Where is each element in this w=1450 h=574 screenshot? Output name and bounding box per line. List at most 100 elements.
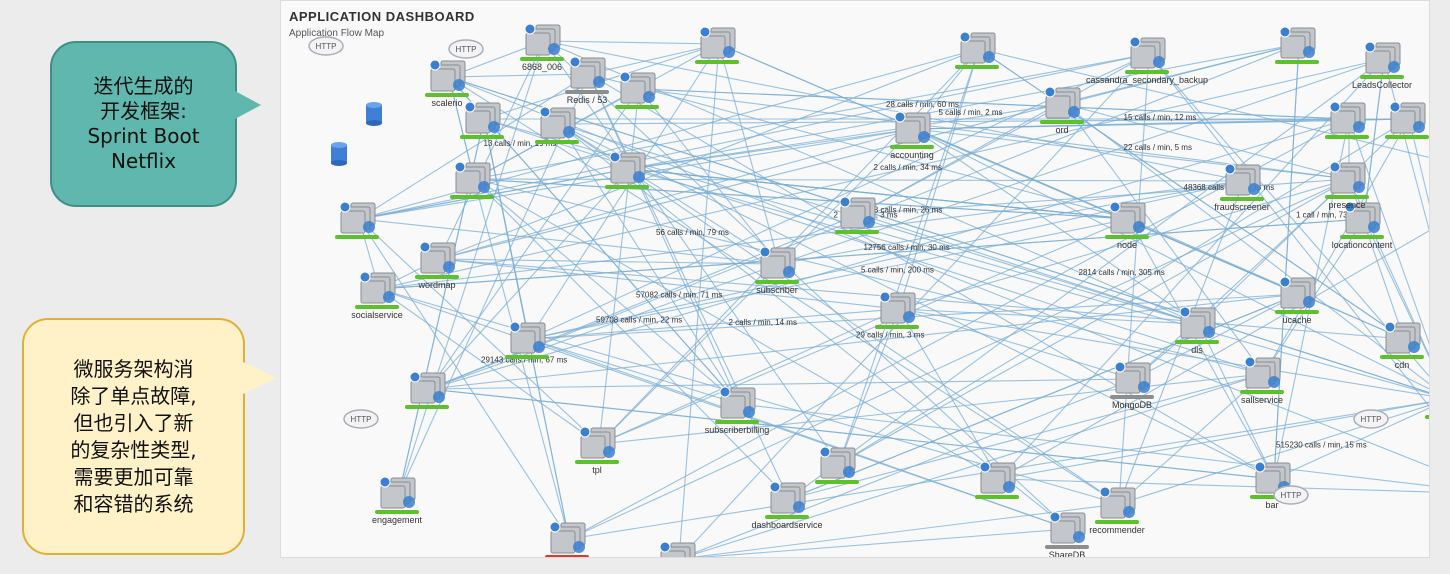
service-node[interactable]: fraudscreener bbox=[1214, 163, 1270, 212]
node-badge bbox=[549, 521, 561, 533]
service-node[interactable]: MongoDB bbox=[1110, 361, 1154, 410]
service-node[interactable] bbox=[835, 196, 879, 234]
service-node[interactable]: sallservice bbox=[1240, 356, 1284, 405]
service-node[interactable] bbox=[955, 31, 999, 69]
node-badge bbox=[959, 31, 971, 43]
node-badge bbox=[359, 271, 371, 283]
node-badge bbox=[1279, 26, 1291, 38]
flow-edge bbox=[1361, 58, 1385, 220]
health-bar bbox=[1325, 135, 1369, 139]
db-top bbox=[366, 102, 382, 108]
service-node[interactable] bbox=[1325, 101, 1369, 139]
server-box bbox=[1280, 285, 1306, 309]
service-node[interactable]: ShareDB bbox=[1045, 511, 1089, 557]
health-bar bbox=[875, 325, 919, 329]
service-node[interactable]: scalerio bbox=[425, 59, 469, 108]
flow-edge bbox=[473, 178, 740, 405]
edge-label: 5 calls / min, 2 ms bbox=[939, 108, 1003, 117]
service-node[interactable] bbox=[535, 106, 579, 144]
db-bottom bbox=[331, 160, 347, 166]
service-node[interactable]: cassandra_secondary_backup bbox=[1086, 36, 1208, 85]
service-node[interactable]: engagement bbox=[372, 476, 423, 525]
flow-edge bbox=[358, 216, 780, 265]
service-node[interactable] bbox=[815, 446, 859, 484]
server-box bbox=[895, 120, 921, 144]
service-node[interactable]: ucache bbox=[1275, 276, 1319, 325]
service-node[interactable]: subscriber bbox=[755, 246, 799, 295]
service-node[interactable]: subscriberbilling bbox=[705, 386, 770, 435]
health-bar bbox=[425, 93, 469, 97]
flow-edge bbox=[898, 308, 1000, 480]
server-box bbox=[1130, 45, 1156, 69]
health-bar bbox=[1340, 235, 1384, 239]
service-node[interactable] bbox=[1275, 26, 1319, 64]
service-node[interactable] bbox=[975, 461, 1019, 499]
service-node[interactable]: dls bbox=[1175, 306, 1219, 355]
server-box bbox=[455, 170, 481, 194]
flow-edge bbox=[638, 88, 1350, 122]
service-node[interactable] bbox=[335, 201, 379, 239]
service-node[interactable] bbox=[505, 321, 549, 359]
service-node[interactable]: Redis / 53 bbox=[565, 56, 609, 105]
service-node[interactable]: accounting bbox=[890, 111, 934, 160]
service-node[interactable] bbox=[695, 26, 739, 64]
flow-edge bbox=[528, 43, 720, 340]
service-node[interactable]: 6868_006 bbox=[520, 23, 564, 72]
service-node[interactable] bbox=[1385, 101, 1429, 139]
service-node[interactable]: node bbox=[1105, 201, 1149, 250]
http-backend-label: HTTP bbox=[351, 415, 372, 424]
service-node[interactable]: recommender bbox=[1089, 486, 1145, 535]
edge-label: 2814 calls / min, 305 ms bbox=[1079, 268, 1165, 277]
service-node[interactable]: wordmap bbox=[415, 241, 459, 290]
server-box bbox=[550, 530, 576, 554]
node-badge bbox=[1099, 486, 1111, 498]
service-node[interactable] bbox=[605, 151, 649, 189]
instance-badge bbox=[783, 266, 795, 278]
service-node[interactable]: cdn bbox=[1380, 321, 1424, 370]
health-bar bbox=[615, 105, 659, 109]
health-bar bbox=[450, 195, 494, 199]
service-node[interactable] bbox=[405, 371, 449, 409]
node-badge bbox=[719, 386, 731, 398]
service-label: LeadsCollector bbox=[1352, 80, 1412, 90]
edge-label: 2 calls / min, 34 ms bbox=[874, 163, 942, 172]
instance-badge bbox=[743, 406, 755, 418]
service-node[interactable] bbox=[615, 71, 659, 109]
health-bar bbox=[755, 280, 799, 284]
server-box bbox=[960, 40, 986, 64]
service-node[interactable] bbox=[1425, 382, 1429, 419]
server-box bbox=[465, 110, 491, 134]
node-badge bbox=[1344, 201, 1356, 213]
service-node[interactable] bbox=[655, 541, 699, 557]
instance-badge bbox=[603, 446, 615, 458]
node-badge bbox=[1389, 101, 1401, 113]
flow-edge bbox=[588, 73, 740, 405]
service-node[interactable]: tpl bbox=[575, 426, 619, 475]
service-node[interactable]: presence bbox=[1325, 161, 1369, 210]
flow-edge bbox=[528, 337, 740, 405]
service-node[interactable] bbox=[450, 161, 494, 199]
service-node[interactable]: ppi bbox=[545, 521, 589, 557]
instance-badge bbox=[488, 121, 500, 133]
health-bar bbox=[1220, 197, 1264, 201]
server-box bbox=[610, 160, 636, 184]
service-node[interactable]: locationcontent bbox=[1332, 201, 1393, 250]
service-node[interactable]: dashboardservice bbox=[751, 481, 823, 530]
server-box bbox=[620, 80, 646, 104]
instance-badge bbox=[363, 221, 375, 233]
service-node[interactable] bbox=[875, 291, 919, 329]
node-badge bbox=[1384, 321, 1396, 333]
flow-edge bbox=[778, 180, 1245, 266]
http-backend-label: HTTP bbox=[456, 45, 477, 54]
flow-edge bbox=[628, 166, 1130, 220]
service-node[interactable]: LeadsCollector bbox=[1352, 41, 1412, 90]
db-body bbox=[331, 145, 347, 163]
edge-label: 13 calls / min, 19 ms bbox=[484, 139, 557, 148]
flow-edge bbox=[998, 230, 1429, 480]
service-node[interactable]: ord bbox=[1040, 86, 1084, 135]
flow-edge bbox=[1133, 293, 1300, 380]
service-node[interactable] bbox=[460, 101, 504, 139]
flow-edge bbox=[568, 178, 1350, 540]
service-node[interactable]: socialservice bbox=[351, 271, 403, 320]
